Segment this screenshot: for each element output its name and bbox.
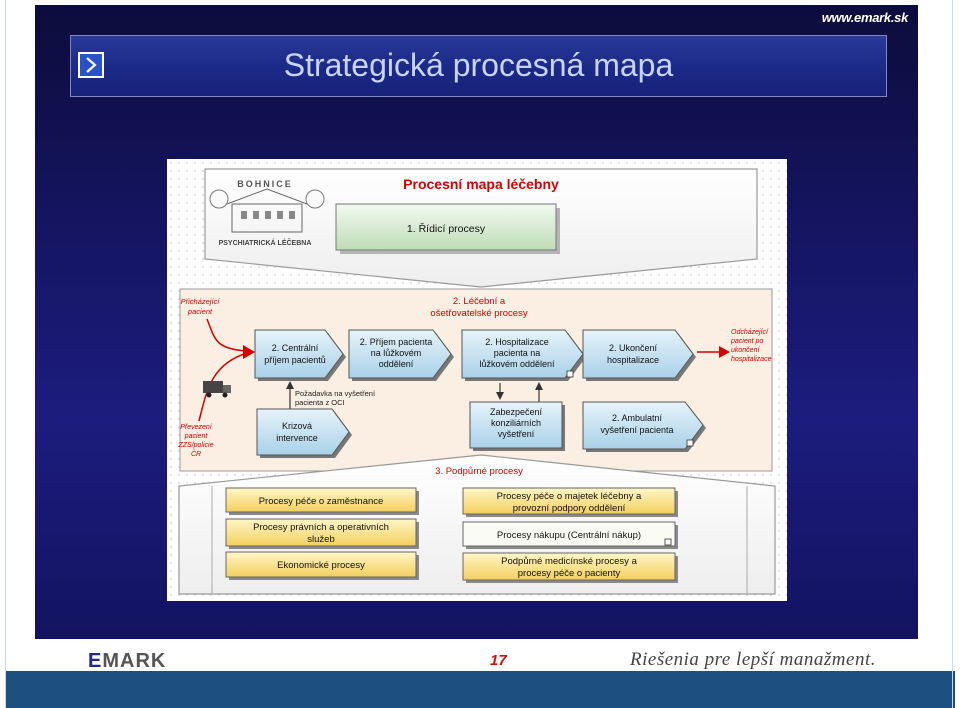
support-property-label-2: provozní podpory oddělení xyxy=(513,503,626,514)
process-admission-label-2: na lůžkovém xyxy=(371,348,422,358)
logo-bottom-text: PSYCHIATRICKÁ LÉČEBNA xyxy=(219,238,312,247)
process-consult-label-3: vyšetření xyxy=(498,429,535,439)
support-legal[interactable]: Procesy právních a operativních služeb xyxy=(225,518,419,549)
page-title: Strategická procesná mapa xyxy=(283,47,674,83)
support-employees-label: Procesy péče o zaměstnance xyxy=(259,496,384,507)
process-consult-label-2: konziliárních xyxy=(491,418,541,428)
support-medical[interactable]: Podpůrné medicínské procesy a procesy pé… xyxy=(462,552,678,583)
page-number: 17 xyxy=(490,652,507,669)
support-legal-label-1: Procesy právních a operativních xyxy=(253,522,389,533)
support-purchase[interactable]: Procesy nákupu (Centrální nákup) xyxy=(462,521,678,549)
treatment-title-1: 2. Léčební a xyxy=(453,296,506,307)
process-crisis-label-1: Krizová xyxy=(282,421,312,431)
returned-label-4: ČR xyxy=(191,449,201,458)
logo-top-text: BOHNICE xyxy=(237,179,293,189)
process-admission-label-1: 2. Příjem pacienta xyxy=(360,337,433,347)
process-hosp-label-3: lůžkovém oddělení xyxy=(479,359,555,369)
outgoing-label-1: Odcházející xyxy=(731,329,769,336)
support-property-label-1: Procesy péče o majetek léčebny a xyxy=(497,491,642,502)
process-ambul-label-1: 2. Ambulatní xyxy=(612,413,663,423)
returned-label-3: ZZS/policie xyxy=(177,442,213,449)
process-hosp-label-1: 2. Hospitalizace xyxy=(485,337,549,347)
process-outpatient[interactable]: 2. Ambulatní vyšetření pacienta xyxy=(582,401,706,452)
support-economic[interactable]: Ekonomické procesy xyxy=(225,551,419,580)
process-central-label-1: 2. Centrální xyxy=(272,343,319,353)
incoming-flow-line xyxy=(206,318,248,352)
returned-flow-line xyxy=(198,352,248,422)
process-hospitalization[interactable]: 2. Hospitalizace pacienta na lůžkovém od… xyxy=(461,329,586,381)
emark-logo: EMARK xyxy=(88,650,167,672)
outgoing-label-2: pacient po xyxy=(730,338,763,345)
incoming-arrow-icon xyxy=(243,345,255,359)
title-bar: Strategická procesná mapa xyxy=(70,35,887,97)
support-economic-label: Ekonomické procesy xyxy=(277,560,365,571)
footer: EMARK 17 Riešenia pre lepší manažment. xyxy=(70,644,953,676)
support-purchase-label: Procesy nákupu (Centrální nákup) xyxy=(497,530,641,541)
process-consult-label-1: Zabezpečení xyxy=(490,407,543,417)
site-url[interactable]: www.emark.sk xyxy=(821,10,909,25)
process-end-label-1: 2. Ukončení xyxy=(609,343,658,353)
process-ambul-label-2: vyšetření pacienta xyxy=(600,425,673,435)
diagram-heading: Procesní mapa léčebny xyxy=(403,176,559,192)
incoming-label-2: pacient xyxy=(187,307,213,316)
support-employees[interactable]: Procesy péče o zaměstnance xyxy=(225,487,419,515)
outgoing-label-4: hospitalizace xyxy=(731,356,772,363)
treatment-title-2: ošetřovatelské procesy xyxy=(430,308,527,319)
process-crisis-label-2: intervence xyxy=(276,433,318,443)
process-central-admission[interactable]: 2. Centrální příjem pacientů xyxy=(254,329,346,381)
ambulance-icon xyxy=(203,381,231,398)
bohnice-logo: BOHNICE PSYCHIATRICKÁ LÉČEBNA xyxy=(209,179,325,247)
process-central-label-2: příjem pacientů xyxy=(264,355,326,365)
process-map-diagram: Procesní mapa léčebny BOHNICE PSYCHIATRI… xyxy=(167,159,787,601)
support-legal-label-2: služeb xyxy=(307,534,334,545)
control-process-label: 1. Řídicí procesy xyxy=(407,222,486,235)
slogan: Riešenia pre lepší manažment. xyxy=(630,649,876,670)
outgoing-arrow-icon xyxy=(719,346,730,358)
returned-label-1: Převezení xyxy=(180,424,213,431)
request-label-2: pacienta z OCI xyxy=(295,398,345,407)
next-arrow-icon[interactable] xyxy=(78,52,104,78)
control-process-box xyxy=(335,203,557,251)
support-title: 3. Podpůrné procesy xyxy=(435,466,523,477)
process-end-hospitalization[interactable]: 2. Ukončení hospitalizace xyxy=(582,329,696,381)
bottom-bar xyxy=(5,671,955,708)
process-crisis-intervention[interactable]: Krizová intervence xyxy=(256,408,352,458)
outgoing-label-3: ukončení xyxy=(731,347,760,354)
process-admission-label-3: oddělení xyxy=(379,359,414,369)
support-property[interactable]: Procesy péče o majetek léčebny a provozn… xyxy=(462,487,678,517)
returned-label-2: pacient xyxy=(184,433,209,440)
incoming-label-1: Přicházející xyxy=(181,297,221,306)
support-medical-label-2: procesy péče o pacienty xyxy=(518,568,621,579)
support-medical-label-1: Podpůrné medicínské procesy a xyxy=(501,556,637,567)
request-label-1: Požadavka na vyšetření xyxy=(295,389,376,398)
process-consultation[interactable]: Zabezpečení konziliárních vyšetření xyxy=(469,401,565,451)
process-hosp-label-2: pacienta na xyxy=(494,348,541,358)
process-ward-admission[interactable]: 2. Příjem pacienta na lůžkovém oddělení xyxy=(348,329,454,381)
slide: www.emark.sk Strategická procesná mapa xyxy=(35,5,953,676)
process-end-label-2: hospitalizace xyxy=(607,355,659,365)
